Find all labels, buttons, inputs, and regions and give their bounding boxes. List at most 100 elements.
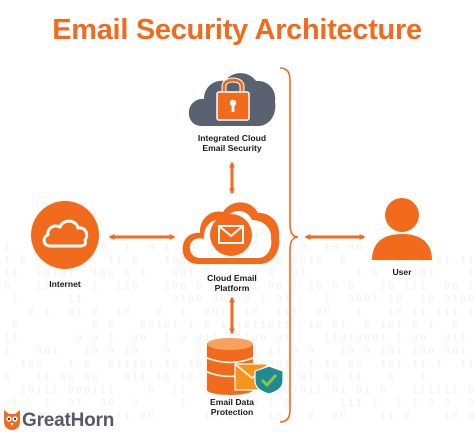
svg-text:1: 1 bbox=[412, 398, 418, 409]
svg-text:0: 0 bbox=[148, 385, 154, 396]
svg-text:0: 0 bbox=[364, 333, 370, 344]
svg-text:1: 1 bbox=[108, 333, 114, 344]
svg-text:0: 0 bbox=[356, 385, 362, 396]
svg-text:0: 0 bbox=[100, 398, 106, 409]
svg-text:0: 0 bbox=[236, 411, 242, 422]
svg-text:0: 0 bbox=[20, 255, 26, 266]
svg-text:1: 1 bbox=[268, 398, 274, 409]
svg-text:0: 0 bbox=[68, 398, 74, 409]
svg-text:0: 0 bbox=[444, 333, 450, 344]
svg-text:1: 1 bbox=[412, 346, 418, 357]
svg-text:1: 1 bbox=[292, 359, 298, 370]
svg-text:0: 0 bbox=[76, 281, 82, 292]
user-label: User bbox=[362, 267, 442, 277]
svg-text:1: 1 bbox=[420, 255, 426, 266]
svg-text:1: 1 bbox=[372, 294, 378, 305]
svg-text:0: 0 bbox=[364, 346, 370, 357]
svg-text:1: 1 bbox=[340, 385, 346, 396]
svg-text:0: 0 bbox=[444, 281, 450, 292]
integrated-cloud-label-line: Integrated Cloud bbox=[197, 133, 267, 143]
svg-text:0: 0 bbox=[36, 346, 42, 357]
svg-text:1: 1 bbox=[396, 346, 402, 357]
svg-text:0: 0 bbox=[244, 411, 250, 422]
svg-text:1: 1 bbox=[4, 268, 10, 279]
svg-text:1: 1 bbox=[412, 268, 418, 279]
svg-text:0: 0 bbox=[100, 268, 106, 279]
svg-text:0: 0 bbox=[68, 385, 74, 396]
svg-text:0: 0 bbox=[316, 307, 322, 318]
svg-text:0: 0 bbox=[124, 372, 130, 383]
svg-text:1: 1 bbox=[252, 320, 258, 331]
svg-text:1: 1 bbox=[220, 320, 226, 331]
svg-text:1: 1 bbox=[36, 268, 42, 279]
svg-text:0: 0 bbox=[380, 385, 386, 396]
svg-text:1: 1 bbox=[308, 320, 314, 331]
svg-text:0: 0 bbox=[60, 281, 66, 292]
svg-text:0: 0 bbox=[4, 372, 10, 383]
user-label-line: User bbox=[392, 267, 412, 277]
svg-text:1: 1 bbox=[428, 320, 434, 331]
svg-text:1: 1 bbox=[52, 268, 58, 279]
svg-text:0: 0 bbox=[188, 372, 194, 383]
svg-text:0: 0 bbox=[316, 255, 322, 266]
svg-text:1: 1 bbox=[308, 385, 314, 396]
svg-text:0: 0 bbox=[164, 372, 170, 383]
svg-text:0: 0 bbox=[292, 346, 298, 357]
svg-text:1: 1 bbox=[36, 281, 42, 292]
svg-text:0: 0 bbox=[436, 255, 442, 266]
svg-text:1: 1 bbox=[324, 359, 330, 370]
data-protection-label-line: Email Data bbox=[210, 397, 254, 407]
svg-text:1: 1 bbox=[268, 346, 274, 357]
svg-text:0: 0 bbox=[444, 294, 450, 305]
svg-text:0: 0 bbox=[412, 320, 418, 331]
svg-text:0: 0 bbox=[172, 281, 178, 292]
svg-text:0: 0 bbox=[84, 385, 90, 396]
svg-text:1: 1 bbox=[324, 242, 330, 253]
svg-text:1: 1 bbox=[76, 398, 82, 409]
svg-text:1: 1 bbox=[140, 268, 146, 279]
svg-text:0: 0 bbox=[92, 320, 98, 331]
svg-text:1: 1 bbox=[76, 307, 82, 318]
svg-text:0: 0 bbox=[172, 359, 178, 370]
svg-text:0: 0 bbox=[172, 255, 178, 266]
svg-text:1: 1 bbox=[188, 320, 194, 331]
svg-text:0: 0 bbox=[108, 268, 114, 279]
svg-text:1: 1 bbox=[348, 372, 354, 383]
svg-text:0: 0 bbox=[36, 255, 42, 266]
svg-text:1: 1 bbox=[20, 359, 26, 370]
svg-text:0: 0 bbox=[356, 242, 362, 253]
svg-text:0: 0 bbox=[124, 268, 130, 279]
svg-text:0: 0 bbox=[204, 307, 210, 318]
svg-text:1: 1 bbox=[356, 372, 362, 383]
svg-text:1: 1 bbox=[412, 385, 418, 396]
svg-text:1: 1 bbox=[12, 294, 18, 305]
svg-text:0: 0 bbox=[140, 411, 146, 422]
svg-text:0: 0 bbox=[100, 242, 106, 253]
svg-text:0: 0 bbox=[428, 398, 434, 409]
svg-text:0: 0 bbox=[148, 411, 154, 422]
svg-text:0: 0 bbox=[276, 411, 282, 422]
svg-text:0: 0 bbox=[44, 411, 50, 422]
svg-text:1: 1 bbox=[148, 359, 154, 370]
svg-text:0: 0 bbox=[244, 320, 250, 331]
svg-text:1: 1 bbox=[404, 281, 410, 292]
svg-text:1: 1 bbox=[364, 385, 370, 396]
svg-text:0: 0 bbox=[108, 346, 114, 357]
svg-text:0: 0 bbox=[388, 346, 394, 357]
cloud-lock-icon bbox=[188, 73, 276, 126]
svg-text:0: 0 bbox=[444, 398, 450, 409]
svg-text:1: 1 bbox=[84, 411, 90, 422]
svg-text:1: 1 bbox=[124, 346, 130, 357]
svg-text:1: 1 bbox=[452, 385, 458, 396]
svg-text:1: 1 bbox=[132, 359, 138, 370]
svg-text:0: 0 bbox=[12, 320, 18, 331]
svg-text:1: 1 bbox=[268, 411, 274, 422]
svg-text:0: 0 bbox=[204, 268, 210, 279]
svg-text:1: 1 bbox=[396, 333, 402, 344]
svg-text:0: 0 bbox=[452, 320, 458, 331]
svg-text:0: 0 bbox=[380, 255, 386, 266]
svg-text:1: 1 bbox=[12, 398, 18, 409]
svg-text:1: 1 bbox=[460, 359, 466, 370]
svg-text:0: 0 bbox=[348, 281, 354, 292]
